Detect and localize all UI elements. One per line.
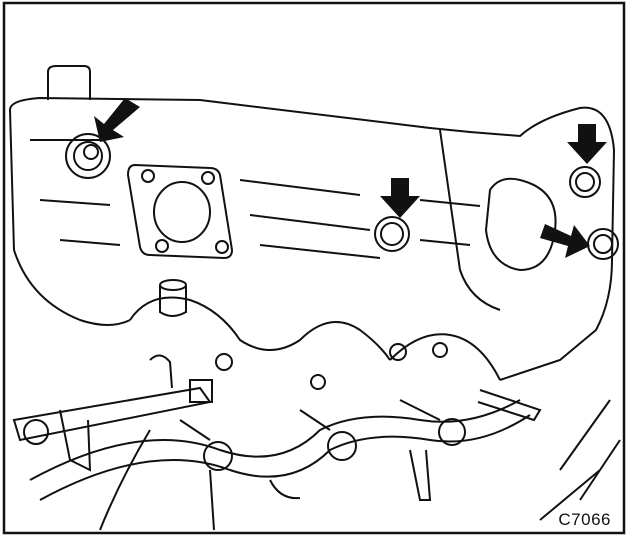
arrows	[94, 98, 607, 258]
bolts	[65, 133, 619, 260]
cylinder-head-cover	[9, 65, 616, 381]
lower-components	[12, 342, 621, 531]
arrow-bolt-rear-lower	[540, 224, 590, 258]
arrow-bolt-center	[380, 178, 420, 218]
figure-code: C7066	[558, 510, 611, 529]
arrow-bolt-rear-upper	[567, 124, 607, 164]
arrow-bolt-front-left	[94, 98, 140, 142]
